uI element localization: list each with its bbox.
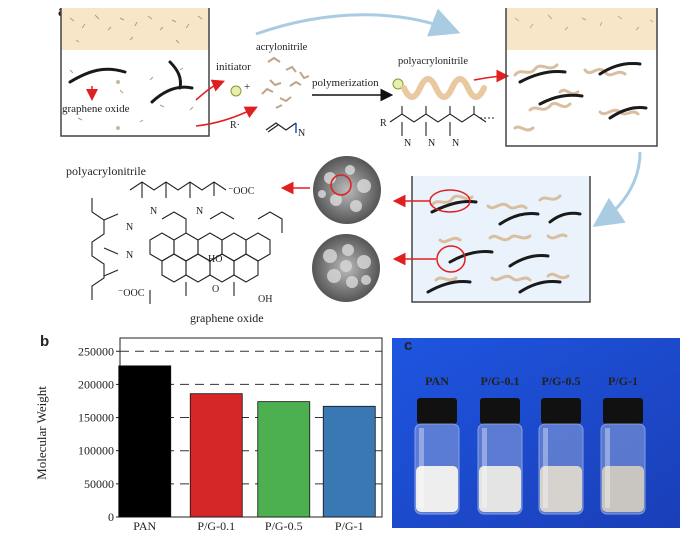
initiator-label: initiator (216, 61, 251, 73)
x-tick-label: P/G-0.5 (265, 519, 303, 533)
vials-group: PAN P/G-0.1 P/G-0.5 P/G-1 (414, 374, 646, 515)
highlight-ellipse-2 (436, 245, 466, 273)
vial-label: P/G-1 (608, 374, 638, 388)
beaker-1-dot (116, 80, 120, 84)
x-tick-label: P/G-1 (335, 519, 364, 533)
y-axis-label: Molecular Weight (34, 386, 49, 480)
beaker-1-liquid-top (61, 8, 209, 50)
vial-cap (541, 398, 581, 424)
vial-highlight (605, 428, 610, 508)
vial-highlight (543, 428, 548, 508)
panel-c-label: c (404, 337, 412, 354)
acrylonitrile-n: N (298, 128, 305, 139)
blue-arrow-right (592, 151, 642, 228)
bar-p-g-0-1 (189, 393, 243, 518)
pan-label: polyacrylonitrile (398, 56, 468, 67)
panel-c: c PAN P/G-0.1 P/G-0.5 P/G-1 (392, 337, 680, 528)
vial-highlight (482, 428, 487, 508)
x-tick-label: P/G-0.1 (197, 519, 235, 533)
polymerization-label: polymerization (312, 77, 379, 89)
y-tick-label: 0 (108, 510, 114, 524)
pan-chain-n-3: N (452, 138, 459, 149)
vial-powder (479, 466, 521, 512)
beaker-1-go-sheets (68, 60, 194, 104)
x-tick-label: PAN (133, 519, 156, 533)
sem-image-1 (313, 156, 381, 224)
ooc-label-1: ⁻OOC (228, 186, 255, 197)
plus-sign: + (244, 81, 250, 93)
struct-n-4: N (196, 206, 203, 217)
radical-label: R· (230, 120, 240, 131)
struct-n-2: N (126, 250, 133, 261)
vial-label: PAN (425, 374, 449, 388)
y-tick-label: 250000 (78, 344, 114, 358)
bar-p-g-0-5 (257, 401, 311, 518)
blue-arrow-top (255, 8, 461, 37)
pan-initiator-end (392, 78, 404, 90)
pan-coil (401, 76, 487, 100)
beaker-1-dot-2 (116, 126, 120, 130)
sem-image-2 (312, 234, 380, 302)
initiator-circle (230, 85, 242, 97)
beaker-1: graphene oxide (60, 8, 210, 137)
bar-pan (118, 365, 172, 518)
red-arrow-to-beaker-2 (473, 69, 510, 83)
vial-powder (540, 466, 582, 512)
structure-pan-label: polyacrylonitrile (66, 164, 146, 178)
panel-b-label: b (40, 333, 49, 350)
graphene-oxide-label: graphene oxide (62, 103, 130, 115)
vial-label: P/G-0.1 (481, 374, 520, 388)
red-arrow-to-monomer (195, 106, 258, 127)
monomer-cluster (261, 56, 310, 109)
struct-n-1: N (126, 222, 133, 233)
beaker-3 (411, 176, 591, 303)
red-arrow-to-initiator (195, 79, 225, 101)
o-label: O (212, 284, 219, 295)
structure-go-label: graphene oxide (190, 311, 264, 325)
vial-highlight (419, 428, 424, 508)
chemical-structure (91, 181, 283, 304)
struct-n-3: N (150, 206, 157, 217)
y-tick-label: 150000 (78, 411, 114, 425)
beaker-2 (505, 8, 658, 147)
pan-chain-n-1: N (404, 138, 411, 149)
pan-chain-r: R (380, 118, 387, 129)
y-tick-label: 50000 (84, 477, 114, 491)
y-tick-label: 100000 (78, 444, 114, 458)
pan-chain-structure (389, 106, 494, 136)
pan-chain-n-2: N (428, 138, 435, 149)
vial-powder (416, 466, 458, 512)
acrylonitrile-label: acrylonitrile (256, 42, 308, 53)
bar-p-g-1 (322, 405, 376, 518)
vial-cap (417, 398, 457, 424)
panel-a: a graphene oxide (58, 3, 658, 325)
vial-label: P/G-0.5 (542, 374, 581, 388)
ooc-label-2: ⁻OOC (118, 288, 145, 299)
beaker-1-particles (69, 14, 203, 123)
acrylonitrile-structure: N (265, 122, 305, 139)
beaker-1-outline (60, 8, 210, 137)
vial-cap (480, 398, 520, 424)
oh-label: OH (258, 294, 272, 305)
ho-label: HO (208, 254, 222, 265)
vial-cap (603, 398, 643, 424)
y-tick-label: 200000 (78, 377, 114, 391)
vial-powder (602, 466, 644, 512)
